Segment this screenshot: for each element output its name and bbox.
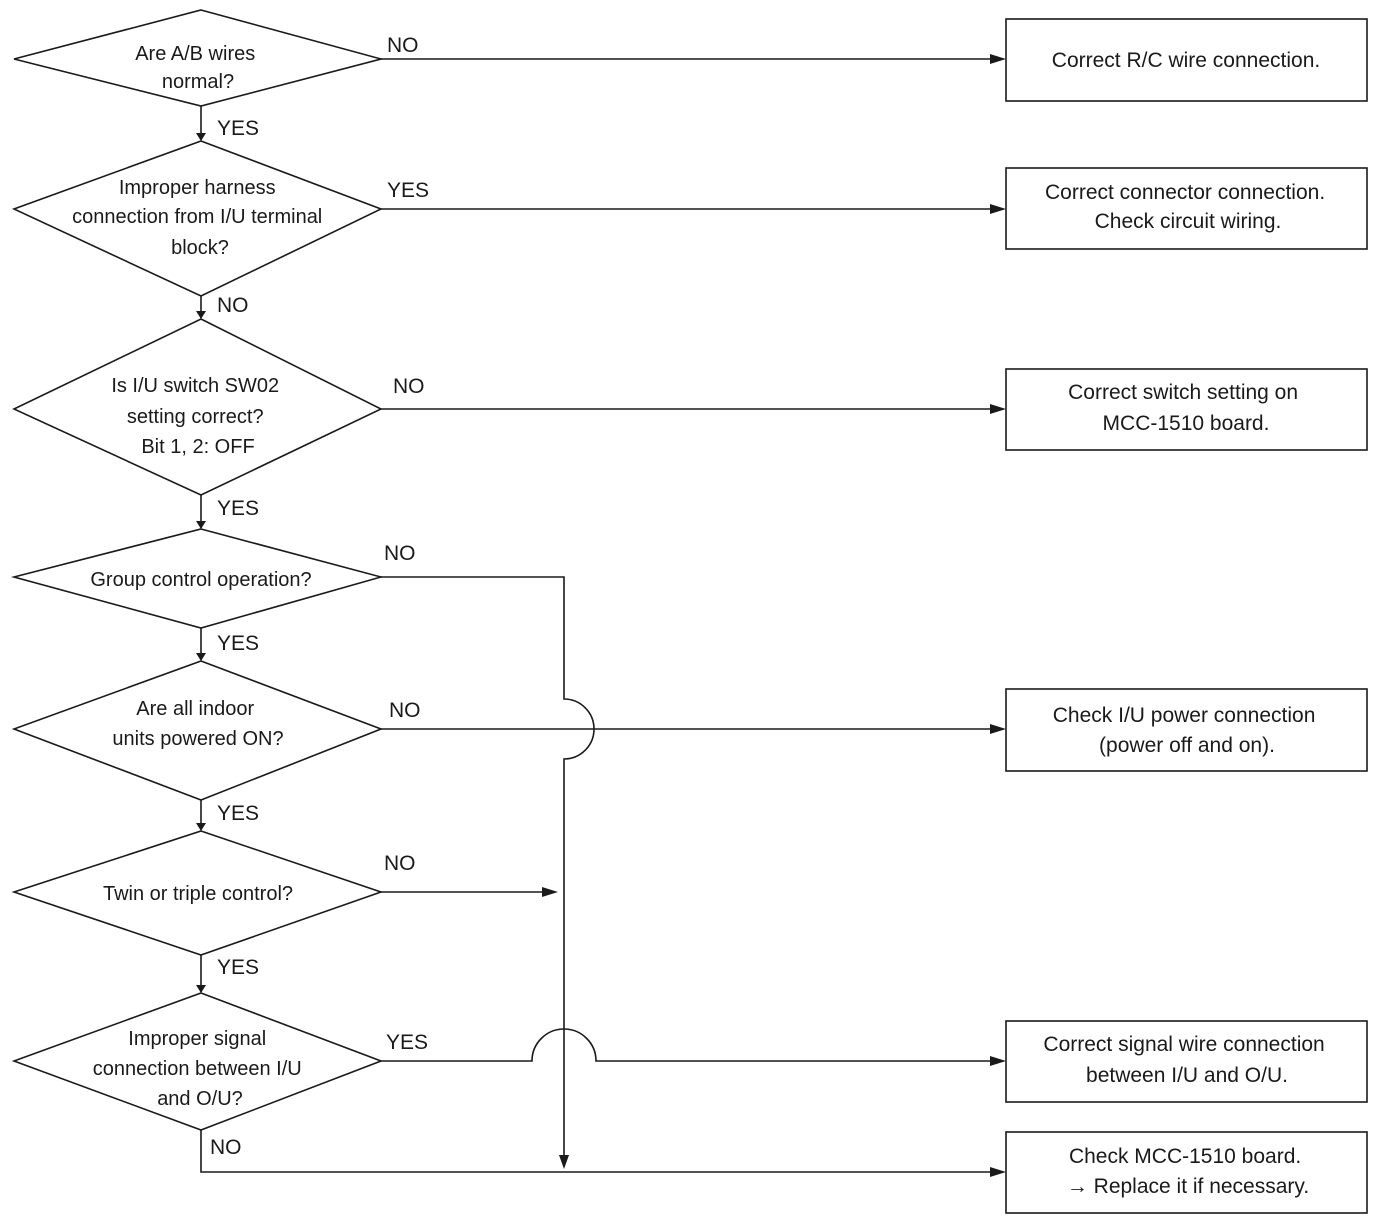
action-1-text: Correct R/C wire connection. bbox=[1052, 49, 1320, 72]
decision-6-text: Twin or triple control? bbox=[103, 883, 293, 905]
arrow-head bbox=[196, 823, 206, 831]
connectors bbox=[196, 54, 1006, 1177]
arrow-head bbox=[542, 887, 558, 897]
action-6-text: Check MCC-1510 board. → Replace it if ne… bbox=[1067, 1145, 1309, 1198]
decision-2-down-label: NO bbox=[217, 294, 249, 317]
decision-diamond bbox=[11, 830, 384, 956]
branch-labels: NO YES YES NO NO YES NO YES NO YES NO YE… bbox=[210, 34, 429, 1159]
decision-7-side-label: YES bbox=[386, 1031, 428, 1054]
decision-1-down-label: YES bbox=[217, 117, 259, 140]
decision-diamond bbox=[11, 660, 384, 801]
decision-diamond bbox=[11, 140, 384, 297]
decision-4-side-label: NO bbox=[384, 542, 416, 565]
decision-3-down-label: YES bbox=[217, 497, 259, 520]
decision-diamond bbox=[10, 528, 385, 629]
action-box bbox=[1005, 688, 1368, 772]
action-4-text: Check I/U power connection (power off an… bbox=[1053, 704, 1321, 757]
decision-diamond bbox=[11, 992, 384, 1131]
decision-5-text: Are all indoor units powered ON? bbox=[112, 698, 283, 750]
decision-5-down-label: YES bbox=[217, 802, 259, 825]
action-box bbox=[1005, 18, 1368, 102]
decision-4-text: Group control operation? bbox=[90, 569, 311, 591]
arrow-head bbox=[990, 1056, 1006, 1066]
arrow-head bbox=[196, 133, 206, 141]
action-box bbox=[1005, 167, 1368, 250]
arrow-head bbox=[196, 653, 206, 661]
decision-6-down-label: YES bbox=[217, 956, 259, 979]
decision-diamond bbox=[12, 318, 383, 496]
arrow-head bbox=[196, 521, 206, 529]
decision-texts: Are A/B wires normal? Improper harness c… bbox=[72, 43, 328, 1110]
action-3-text: Correct switch setting on MCC-1510 board… bbox=[1068, 381, 1304, 435]
decision-diamond bbox=[13, 9, 385, 107]
arrow-head bbox=[990, 404, 1006, 414]
arrow-head bbox=[196, 311, 206, 319]
action-box bbox=[1005, 1131, 1368, 1214]
decision-4-down-label: YES bbox=[217, 632, 259, 655]
arrow-head bbox=[990, 1167, 1006, 1177]
arrow-head bbox=[990, 54, 1006, 64]
connector-d7-action5 bbox=[380, 1028, 1000, 1062]
decision-6-side-label: NO bbox=[384, 852, 416, 875]
action-box bbox=[1005, 368, 1368, 451]
decision-1-side-label: NO bbox=[387, 34, 419, 57]
actions: Correct R/C wire connection. Correct con… bbox=[1005, 18, 1368, 1214]
decisions bbox=[10, 9, 385, 1131]
decision-3-side-label: NO bbox=[393, 375, 425, 398]
connector-d7-action6 bbox=[200, 1130, 1000, 1173]
decision-7-text: Improper signal connection between I/U a… bbox=[93, 1028, 308, 1110]
decision-3-text: Is I/U switch SW02 setting correct? Bit … bbox=[111, 375, 284, 458]
decision-2-side-label: YES bbox=[387, 179, 429, 202]
decision-1-text: Are A/B wires normal? bbox=[135, 43, 261, 93]
arrow-head bbox=[559, 1155, 569, 1169]
decision-5-side-label: NO bbox=[389, 699, 421, 722]
arrow-head bbox=[990, 204, 1006, 214]
decision-2-text: Improper harness connection from I/U ter… bbox=[72, 177, 328, 259]
decision-7-down-label: NO bbox=[210, 1136, 242, 1159]
arrow-head bbox=[196, 985, 206, 993]
action-box bbox=[1005, 1020, 1368, 1103]
action-5-text: Correct signal wire connection between I… bbox=[1043, 1033, 1330, 1087]
connector-d4-no-path bbox=[380, 576, 595, 1158]
arrow-head bbox=[990, 724, 1006, 734]
action-2-text: Correct connector connection. Check circ… bbox=[1045, 181, 1331, 233]
